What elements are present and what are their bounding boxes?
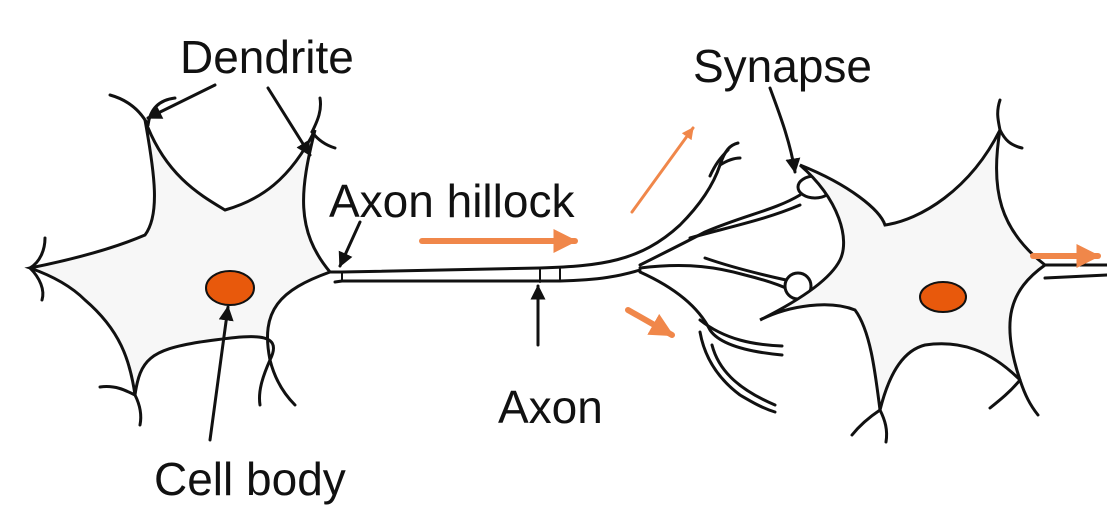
signal-arrow-lower-terminal [628,310,672,335]
axon-hillock-arrow [340,222,360,266]
left-dendrite-bottom-right [270,360,295,405]
left-dendrite-left [30,238,45,268]
right-dendrite-bottom-right-2 [1020,380,1038,415]
right-nucleus [920,282,966,312]
dendrite-arrow-right [268,88,310,155]
synapse-label: Synapse [693,43,872,89]
right-dendrite-bottom-left [852,410,880,435]
right-axon [1045,265,1107,278]
right-soma [760,130,1045,410]
signal-arrow-upper-terminal [632,128,693,212]
right-dendrite-top-2 [998,100,1000,130]
left-dendrite-bottom-left-2 [135,395,141,425]
cell-body-label: Cell body [154,456,346,502]
terminal-synapse-mid [640,266,790,290]
left-dendrite-bottom-right-2 [259,360,270,405]
left-nucleus [206,271,254,305]
terminal-lower-1 [640,272,782,355]
left-dendrite-top-right [312,132,335,148]
right-dendrite-top [1000,130,1022,148]
axon-label: Axon [498,384,603,430]
left-dendrite-top-left [110,95,148,125]
synapse-arrow [770,88,795,172]
right-dendrite-bottom-left-2 [880,410,887,442]
axon-terminals [640,143,800,412]
left-dendrite-top-right-2 [312,98,321,132]
dendrite-arrow-left [148,85,215,118]
terminal-synapse-upper-inner [690,205,800,238]
dendrite-label: Dendrite [180,34,354,80]
left-neuron [30,95,335,425]
right-dendrite-bottom-right [990,380,1020,408]
left-soma [30,120,330,395]
axon-hillock-label: Axon hillock [329,178,574,224]
right-neuron [760,100,1107,442]
left-dendrite-bottom-left [100,387,135,395]
